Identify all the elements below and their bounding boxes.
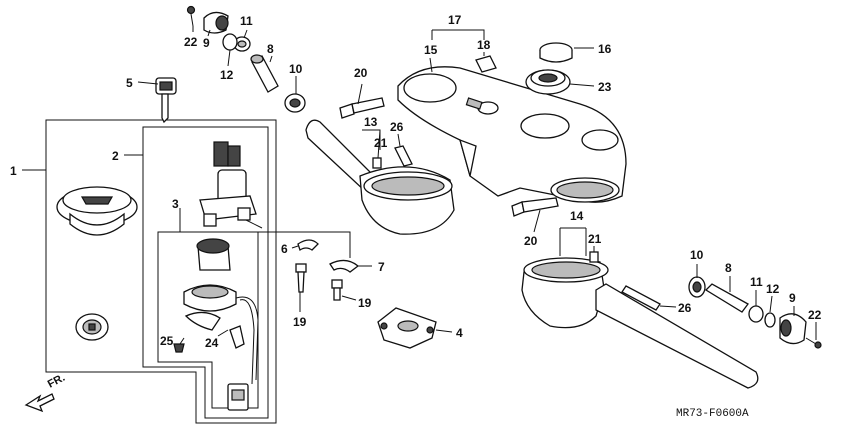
callout-16: 16 <box>598 42 612 56</box>
callout-3: 3 <box>172 197 179 211</box>
bracket-4 <box>377 307 437 349</box>
callout-2: 2 <box>112 149 119 163</box>
callout-25: 25 <box>160 334 174 348</box>
washer-12-right <box>764 312 776 328</box>
callout-15: 15 <box>424 43 438 57</box>
nut-10-left <box>284 93 306 113</box>
top-bridge <box>397 66 627 203</box>
ignition-switch <box>199 141 263 229</box>
washer-12-left <box>222 33 238 51</box>
cap-16 <box>539 42 573 63</box>
bar-end-9-left <box>203 11 229 34</box>
callout-26-left: 26 <box>390 120 404 134</box>
callout-8-right: 8 <box>725 261 732 275</box>
callout-1: 1 <box>10 164 17 178</box>
left-handlebar <box>305 119 455 235</box>
callout-5: 5 <box>126 76 133 90</box>
callout-19-left: 19 <box>293 315 307 329</box>
callout-20-lower: 20 <box>524 234 538 248</box>
callout-23: 23 <box>598 80 612 94</box>
frame-assembly-1 <box>45 119 277 424</box>
bolt-26-left <box>394 145 413 167</box>
callout-7: 7 <box>378 260 385 274</box>
collar-11-left <box>233 36 251 52</box>
weight-8-left <box>250 54 279 93</box>
callout-24: 24 <box>205 336 219 350</box>
seat-lock-cylinder <box>75 313 109 341</box>
weight-8-right <box>704 283 749 313</box>
callout-12-left: 12 <box>220 68 234 82</box>
nut-23 <box>525 69 571 95</box>
fuel-cap-lock <box>56 186 138 236</box>
bolt-22-left <box>186 5 196 27</box>
callout-4: 4 <box>456 326 463 340</box>
callout-22-left: 22 <box>184 35 198 49</box>
diagram-code: MR73-F0600A <box>676 408 749 420</box>
bolt-20-upper <box>339 97 385 119</box>
callout-14: 14 <box>570 209 584 223</box>
callout-labels: 1 2 3 4 5 6 7 8 8 9 9 10 10 11 11 12 12 … <box>10 13 822 350</box>
switch-body <box>183 238 259 411</box>
direction-label: FR. <box>46 372 67 391</box>
callout-26-right: 26 <box>678 301 692 315</box>
collar-11-right <box>748 305 764 323</box>
callout-21-left: 21 <box>374 136 388 150</box>
callout-20-upper: 20 <box>354 66 368 80</box>
bar-end-9-right <box>779 313 807 345</box>
screw-25 <box>173 343 185 353</box>
callout-11-right: 11 <box>750 275 763 289</box>
bolt-19-right <box>331 279 343 301</box>
nut-10-right <box>688 276 706 298</box>
ignition-key <box>155 77 177 124</box>
callout-10-left: 10 <box>289 62 303 76</box>
bolt-19-left <box>295 263 307 293</box>
bolt-22-right <box>805 337 822 349</box>
leader-lines <box>22 26 817 345</box>
callout-19-right: 19 <box>358 296 372 310</box>
clip-6 <box>297 239 319 252</box>
plate-18 <box>475 55 497 73</box>
frame-assembly-2 <box>142 126 269 419</box>
callout-11-left: 11 <box>240 14 253 28</box>
bolt-20-lower <box>511 197 559 217</box>
bolt-21-right <box>589 251 599 263</box>
callout-22-right: 22 <box>808 308 822 322</box>
clip-7 <box>329 259 360 273</box>
bolt-26-right <box>621 285 661 311</box>
right-handlebar <box>521 257 759 389</box>
callout-13: 13 <box>364 115 378 129</box>
callout-18: 18 <box>477 38 491 52</box>
callout-21-right: 21 <box>588 232 602 246</box>
callout-9-right: 9 <box>789 291 796 305</box>
callout-6: 6 <box>281 242 288 256</box>
callout-12-right: 12 <box>766 282 780 296</box>
callout-10-right: 10 <box>690 248 704 262</box>
bolt-21-left <box>372 157 382 169</box>
callout-9-left: 9 <box>203 36 210 50</box>
callout-8-left: 8 <box>267 42 274 56</box>
callout-17: 17 <box>448 13 462 27</box>
front-direction-arrow-icon <box>24 393 55 413</box>
